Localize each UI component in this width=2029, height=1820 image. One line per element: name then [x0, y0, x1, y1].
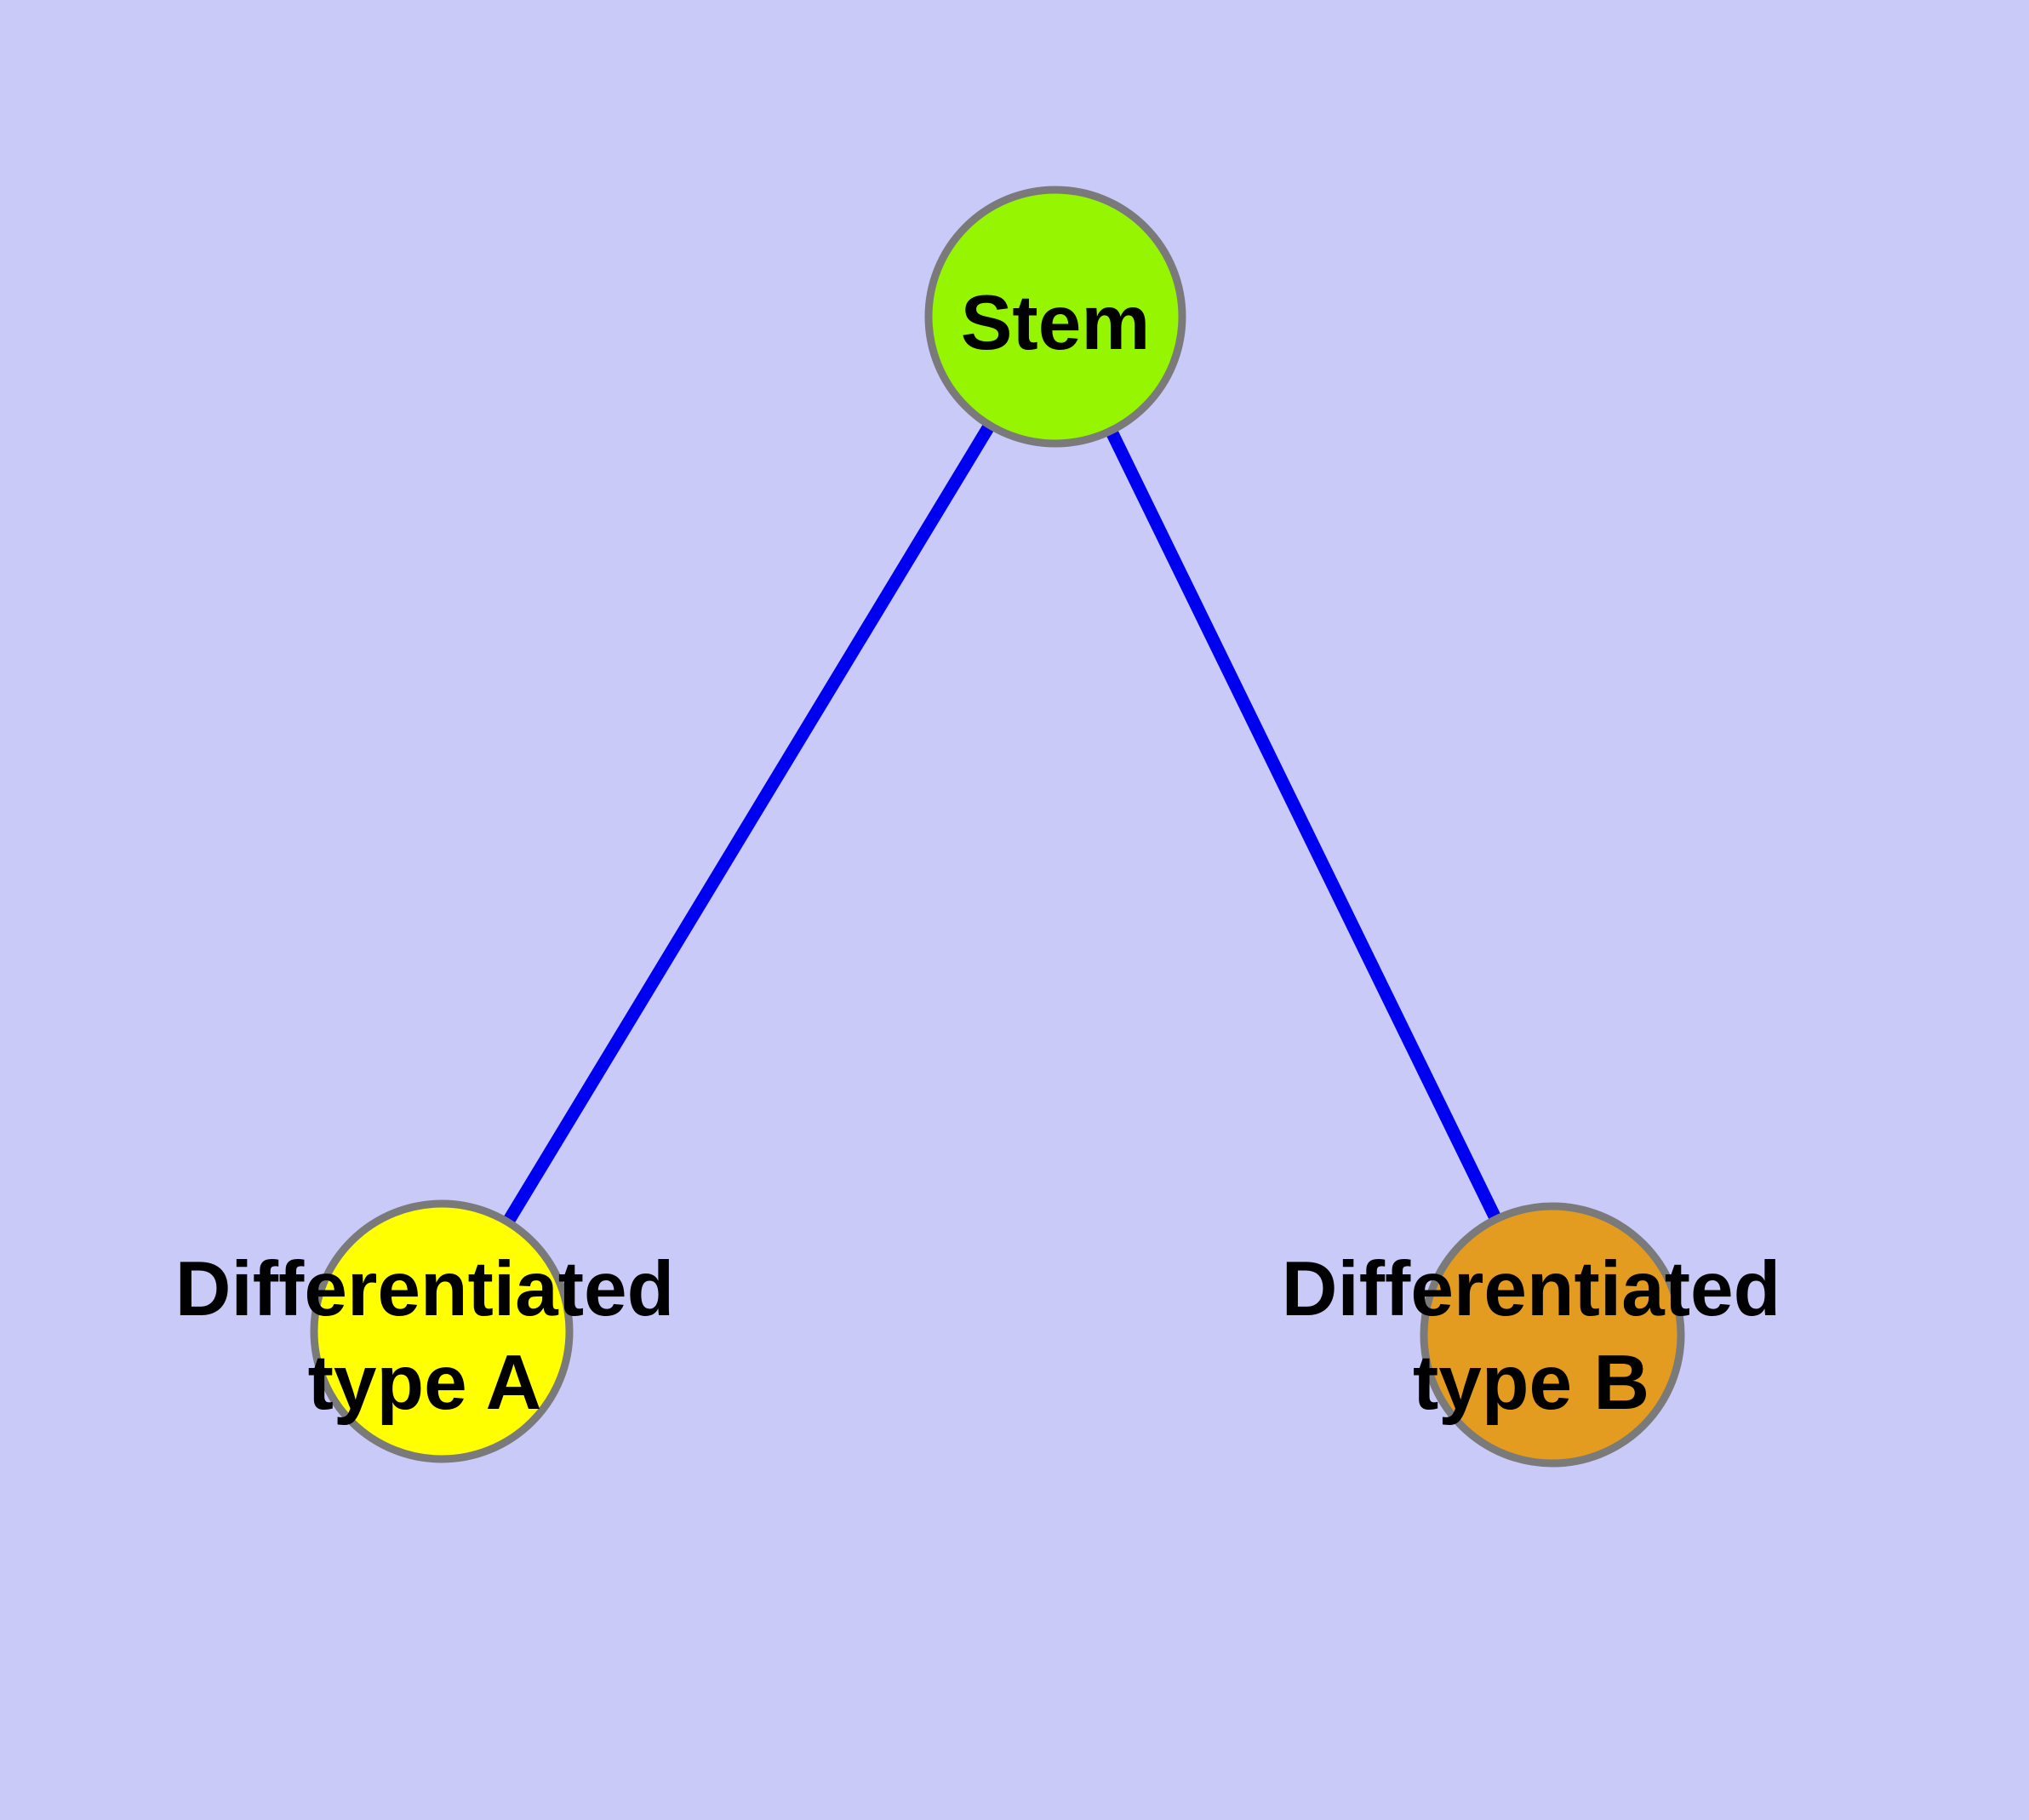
node-differentiated-type-a-label-line1: Differentiated: [175, 1246, 675, 1332]
edge-stem-to-type-a: [436, 313, 1061, 1335]
node-differentiated-type-b-circle: [1420, 1202, 1685, 1468]
node-differentiated-type-a-circle: [310, 1199, 574, 1463]
node-differentiated-type-a-label-line2: type A: [308, 1340, 542, 1426]
node-differentiated-type-b-label-line2: type B: [1413, 1340, 1649, 1426]
node-stem-label: Stem: [961, 280, 1151, 366]
edge-stem-to-type-b: [1049, 313, 1558, 1338]
node-stem-circle: [924, 186, 1186, 448]
node-differentiated-type-b-label-line1: Differentiated: [1282, 1246, 1781, 1332]
